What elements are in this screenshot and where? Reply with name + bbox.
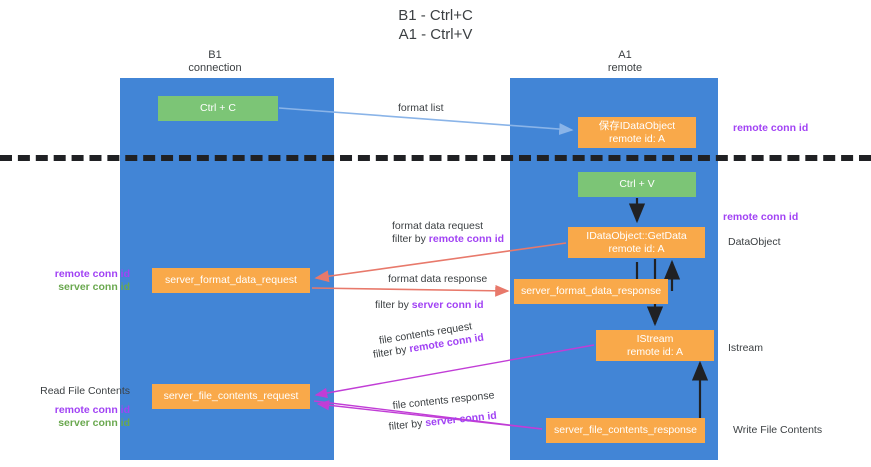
edge-label-file-contents-response-filter: filter by server conn id (388, 409, 497, 434)
node-label: Ctrl + V (619, 178, 655, 190)
column-header-a1: A1 remote (607, 49, 643, 74)
node-label: server_file_contents_response (553, 424, 697, 436)
annotation-remote-conn-id: remote conn id (54, 268, 130, 280)
node-idataobject-getdata[interactable]: IDataObject::GetData remote id: A (568, 227, 705, 258)
annotation-server-conn-id: server conn id (58, 417, 130, 429)
edge-label-format-data-response: format data response (388, 273, 488, 285)
edge-label-format-data-request-filter: filter by remote conn id (392, 232, 504, 246)
filter-key: server conn id (411, 299, 484, 311)
annotation-left-conn-ids-1: remote conn id server conn id (20, 268, 130, 294)
filter-prefix: filter by (375, 299, 412, 311)
node-server-format-data-response[interactable]: server_format_data_response (514, 279, 668, 304)
node-label: server_format_data_response (520, 285, 662, 297)
node-label: 保存IDataObject remote id: A (598, 119, 676, 145)
edge-label-format-data-response-filter: filter by server conn id (375, 298, 484, 312)
node-label: IDataObject::GetData remote id: A (586, 229, 687, 255)
node-ctrl-v[interactable]: Ctrl + V (578, 172, 696, 197)
node-label: server_file_contents_request (163, 390, 299, 402)
filter-key: server conn id (424, 409, 498, 430)
filter-prefix: filter by (372, 343, 411, 361)
edge-label-file-contents-response: file contents response (392, 389, 495, 412)
edge-label-format-data-request: format data request (392, 220, 484, 232)
column-header-b1: B1 connection (188, 49, 242, 74)
annotation-istream: Istream (728, 342, 764, 354)
annotation-write-file-contents: Write File Contents (733, 424, 823, 436)
node-label: Ctrl + C (200, 102, 236, 114)
node-label: IStream remote id: A (626, 332, 684, 358)
annotation-read-file-contents: Read File Contents (40, 385, 130, 397)
annotation-dataobject: DataObject (728, 236, 781, 248)
node-save-idataobject[interactable]: 保存IDataObject remote id: A (578, 117, 696, 148)
annotation-server-conn-id: server conn id (58, 281, 130, 293)
filter-prefix: filter by (392, 233, 429, 245)
filter-key: remote conn id (428, 233, 505, 245)
node-server-file-contents-response[interactable]: server_file_contents_response (546, 418, 705, 443)
node-server-file-contents-request[interactable]: server_file_contents_request (152, 384, 310, 409)
node-server-format-data-request[interactable]: server_format_data_request (152, 268, 310, 293)
node-label: server_format_data_request (165, 274, 297, 286)
diagram-title: B1 - Ctrl+C A1 - Ctrl+V (398, 7, 473, 43)
node-ctrl-c[interactable]: Ctrl + C (158, 96, 278, 121)
annotation-left-conn-ids-2: Read File Contents remote conn id server… (20, 385, 130, 430)
node-istream[interactable]: IStream remote id: A (596, 330, 714, 361)
annotation-remote-conn-id-top: remote conn id (733, 122, 809, 134)
phase-divider (0, 155, 871, 161)
edge-label-format-list: format list (398, 102, 444, 114)
filter-prefix: filter by (388, 417, 426, 433)
annotation-remote-conn-id: remote conn id (54, 404, 130, 416)
annotation-remote-conn-id-mid: remote conn id (723, 211, 799, 223)
